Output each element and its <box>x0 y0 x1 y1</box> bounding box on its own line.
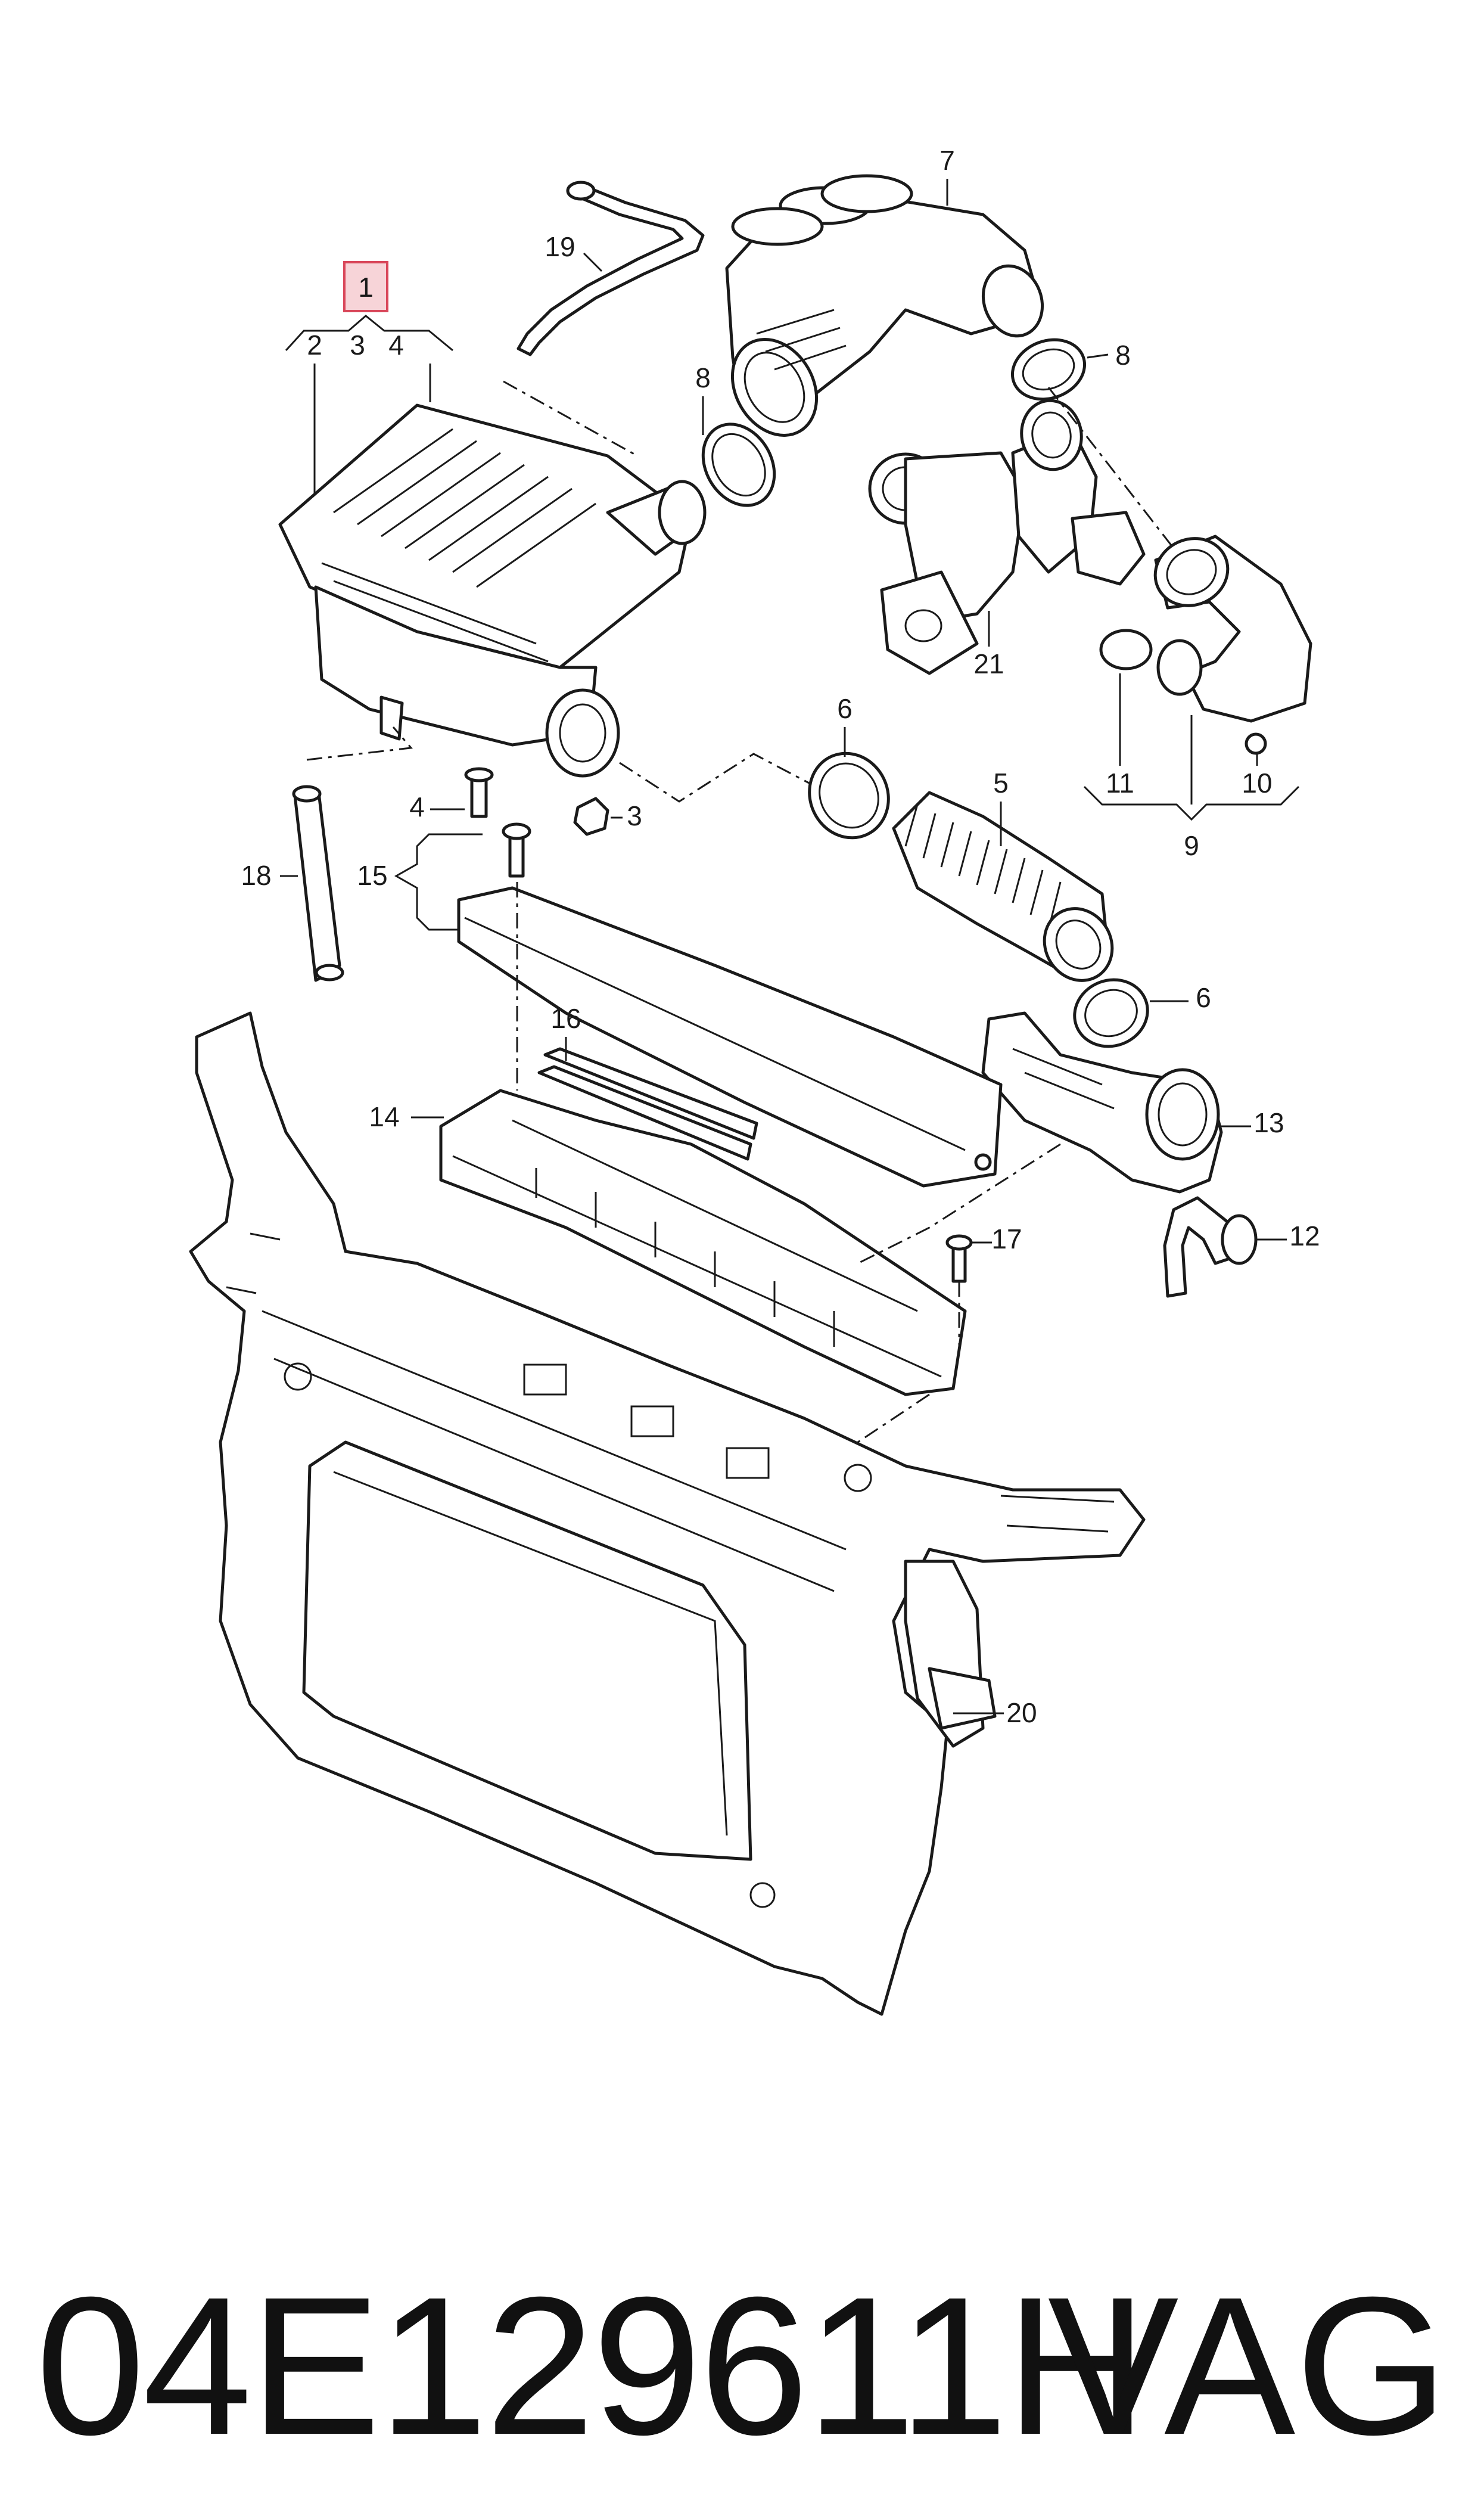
nut-3 <box>573 797 609 836</box>
callout-20-label: 20 <box>1006 1697 1037 1728</box>
screw-17 <box>945 1234 973 1283</box>
callout-3-label: 3 <box>350 330 365 361</box>
clamp-6-lower <box>1073 978 1149 1048</box>
callout-6b-label: 6 <box>1196 982 1211 1013</box>
callout-14-label: 14 <box>369 1101 399 1132</box>
callout-13-label: 13 <box>1253 1107 1284 1138</box>
callout-7-label: 7 <box>939 145 955 176</box>
callout-16-label: 16 <box>550 1003 581 1034</box>
callout-1-label: 1 <box>358 272 374 303</box>
brand-label: VAG <box>1047 2256 1448 2475</box>
air-duct-13 <box>981 1011 1223 1194</box>
leader-19 <box>583 252 603 272</box>
callout-1-bracket <box>285 315 453 352</box>
callout-11-label: 11 <box>1106 768 1134 799</box>
screw-4 <box>464 767 494 818</box>
callout-1-highlight-box[interactable] <box>343 261 388 312</box>
callout-19-label: 19 <box>545 231 575 262</box>
turbo-assembly-21 <box>868 399 1146 675</box>
clamp-6-upper <box>808 751 890 840</box>
air-guide-14 <box>439 1089 967 1396</box>
part-number-label: 04E129611H <box>36 2256 1147 2475</box>
dash-18 <box>306 726 413 761</box>
callout-8b-label: 8 <box>1115 340 1131 371</box>
callout-12-label: 12 <box>1289 1220 1320 1251</box>
callout-9-label: 9 <box>1184 830 1199 861</box>
callout-5-label: 5 <box>993 768 1009 799</box>
caption-bar: 04E129611H VAG <box>0 2241 1484 2491</box>
callout-9-bracket <box>1083 785 1300 821</box>
callout-10-label: 10 <box>1242 768 1272 799</box>
drain-tube-18 <box>292 785 344 982</box>
callout-8a-label: 8 <box>695 362 711 393</box>
callout-15-bracket <box>394 833 483 931</box>
callout-15-label: 15 <box>357 860 387 891</box>
lock-carrier-20 <box>189 1011 1146 2016</box>
hose-5 <box>892 791 1114 982</box>
leader-8b <box>1087 353 1109 359</box>
charge-pipe-9 <box>1099 535 1312 755</box>
callout-21-label: 21 <box>973 648 1004 679</box>
hose-12 <box>1163 1196 1258 1298</box>
clamp-8-right <box>1010 338 1087 401</box>
callout-17-label: 17 <box>991 1223 1022 1254</box>
callout-3b-label: 3 <box>627 800 642 831</box>
dash-19-housing <box>503 380 638 457</box>
callout-2-label: 2 <box>307 330 322 361</box>
callout-6a-label: 6 <box>837 693 853 724</box>
vent-hose-19 <box>517 181 705 356</box>
dash-housing-5 <box>619 753 811 803</box>
dash-13-14 <box>857 1143 1061 1265</box>
seal-strip-16 <box>537 1047 758 1161</box>
cover-plate-15 <box>457 886 1003 1188</box>
parts-diagram: 1 2 3 4 19 7 8 8 <box>189 145 1320 2016</box>
intake-pipe-7 <box>725 174 1044 437</box>
air-filter-housing <box>278 403 707 778</box>
callout-4b-label: 4 <box>409 791 425 822</box>
callout-4-label: 4 <box>388 330 404 361</box>
dash-7-9 <box>1047 387 1175 549</box>
callout-18-label: 18 <box>241 860 271 891</box>
clamp-8-left <box>701 423 776 507</box>
screw-15 <box>502 822 531 878</box>
